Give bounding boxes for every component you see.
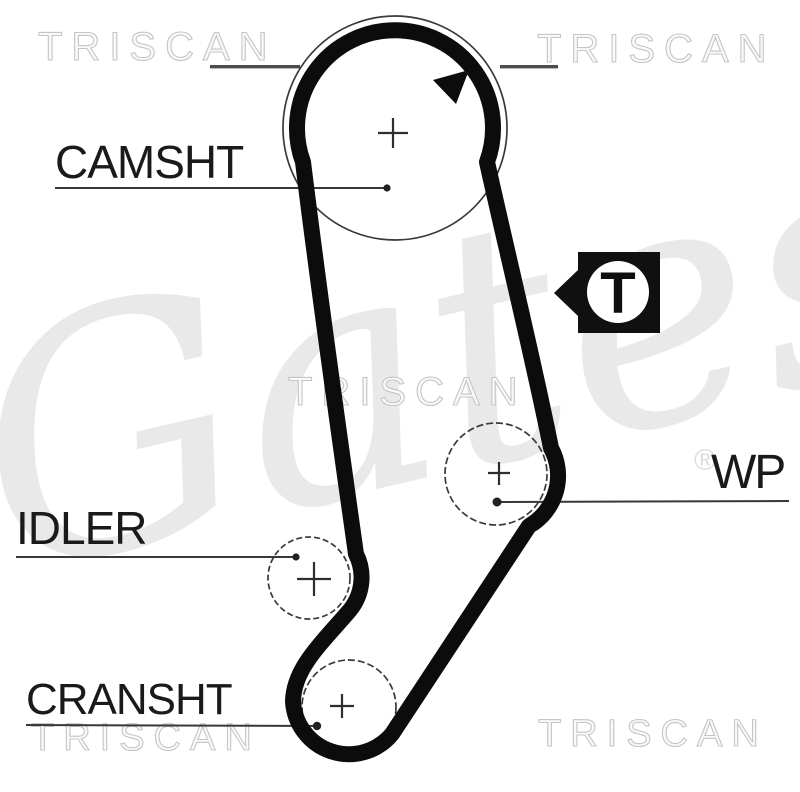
label-water-pump: WP <box>711 446 786 499</box>
camshaft-pulley-circle <box>282 15 508 241</box>
pulley-center-marks <box>297 118 510 718</box>
camshaft-leader-dot <box>383 184 391 192</box>
watermark-underline-bars <box>210 65 558 69</box>
idler-leader-dot <box>292 553 300 561</box>
crankshaft-leader-dot <box>312 721 322 731</box>
registered-trademark-icon: ® <box>694 444 717 477</box>
belt-direction-arrow-icon <box>433 70 469 104</box>
tensioner-badge-circle <box>587 261 649 323</box>
crankshaft-leader-line <box>25 724 318 727</box>
pulley-circles <box>267 15 548 755</box>
triscan-watermark-top-left: TRISCAN <box>37 25 277 69</box>
idler-center-cross <box>297 562 331 596</box>
water-pump-center-cross <box>488 462 510 485</box>
triscan-watermark-bottom-right: TRISCAN <box>537 713 768 755</box>
underline-bar-right <box>500 65 558 69</box>
underline-bar-left <box>210 65 300 69</box>
water-pump-leader-line <box>496 500 790 503</box>
crankshaft-center-cross <box>330 694 354 718</box>
label-idler: IDLER <box>16 502 147 554</box>
tensioner-letter: T <box>600 261 635 326</box>
leader-dots <box>292 184 502 731</box>
timing-belt <box>285 22 567 763</box>
label-camshaft: CAMSHT <box>55 136 244 188</box>
water-pump-leader-dot <box>492 497 502 507</box>
label-crankshaft: CRANSHT <box>26 675 233 724</box>
triscan-watermark-top-right: TRISCAN <box>536 27 776 71</box>
tensioner-pointer-icon <box>554 270 578 316</box>
leader-lines <box>16 187 790 727</box>
idler-pulley-circle <box>267 536 351 620</box>
camshaft-center-cross <box>378 118 408 148</box>
tensioner-symbol: T <box>554 252 660 333</box>
water-pump-pulley-circle <box>444 422 548 526</box>
